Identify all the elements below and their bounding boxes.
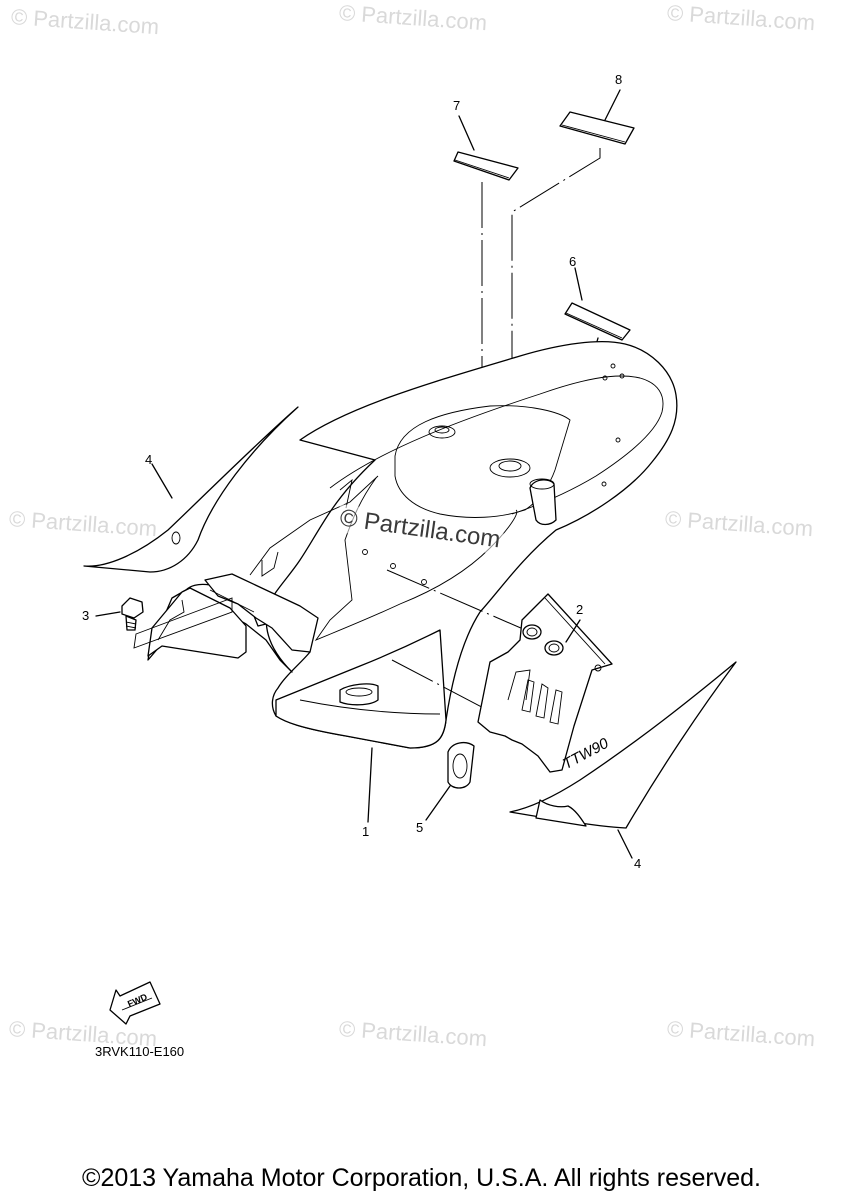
part-1-side-cover — [147, 340, 678, 823]
part-3-bolt — [95, 597, 233, 649]
part-4-right-decal — [509, 661, 737, 859]
callout-6[interactable]: 6 — [569, 254, 577, 269]
callout-8[interactable]: 8 — [615, 72, 623, 87]
part-4-left-decal — [83, 406, 299, 573]
part-2-bracket-plate — [477, 593, 613, 773]
callout-4-left[interactable]: 4 — [145, 452, 153, 467]
callout-3[interactable]: 3 — [82, 608, 90, 623]
callout-2[interactable]: 2 — [576, 602, 584, 617]
fwd-arrow-icon — [109, 981, 161, 1025]
callout-4-right[interactable]: 4 — [634, 856, 642, 871]
part-5-grommet — [425, 741, 475, 821]
callout-7[interactable]: 7 — [453, 98, 461, 113]
part-6-decal — [564, 267, 631, 381]
callout-1[interactable]: 1 — [362, 824, 370, 839]
diagram-code: 3RVK110-E160 — [95, 1044, 185, 1059]
callout-5[interactable]: 5 — [416, 820, 424, 835]
copyright-notice: ©2013 Yamaha Motor Corporation, U.S.A. A… — [82, 1164, 761, 1192]
part-8-decal — [511, 89, 635, 410]
